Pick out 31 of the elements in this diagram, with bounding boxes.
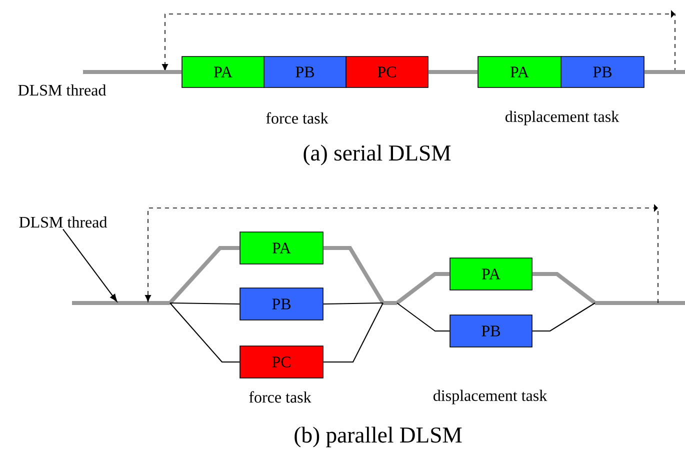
branch-line bbox=[323, 302, 384, 363]
branch-line bbox=[170, 302, 240, 363]
process-box: PB bbox=[450, 314, 532, 348]
process-box: PA bbox=[182, 56, 264, 88]
branch-line bbox=[532, 272, 596, 305]
leader-line bbox=[62, 228, 118, 302]
branch-line bbox=[396, 302, 450, 332]
process-box: PB bbox=[560, 56, 644, 88]
task-label: displacement task bbox=[506, 110, 620, 126]
branch-line bbox=[532, 302, 596, 332]
process-box: PA bbox=[478, 56, 562, 88]
caption: (a) serial DLSM bbox=[304, 144, 451, 166]
process-box: PB bbox=[240, 288, 324, 320]
thread-label: DLSM thread bbox=[19, 216, 108, 228]
process-box: PB bbox=[264, 56, 346, 88]
branch-line bbox=[83, 70, 182, 74]
process-box: PA bbox=[240, 232, 324, 264]
branch-line bbox=[323, 246, 385, 304]
branch-line bbox=[428, 70, 478, 74]
branch-line bbox=[170, 302, 240, 305]
process-box: PA bbox=[450, 258, 532, 290]
branch-line bbox=[323, 302, 384, 305]
caption: (b) parallel DLSM bbox=[294, 426, 462, 448]
branch-line bbox=[396, 272, 450, 305]
task-label: displacement task bbox=[434, 390, 548, 404]
task-label: force task bbox=[266, 112, 328, 124]
branch-line bbox=[644, 70, 685, 74]
branch-line bbox=[168, 246, 240, 304]
process-box: PC bbox=[240, 346, 324, 378]
process-box: PC bbox=[346, 56, 428, 88]
thread-label: DLSM thread bbox=[18, 84, 106, 96]
